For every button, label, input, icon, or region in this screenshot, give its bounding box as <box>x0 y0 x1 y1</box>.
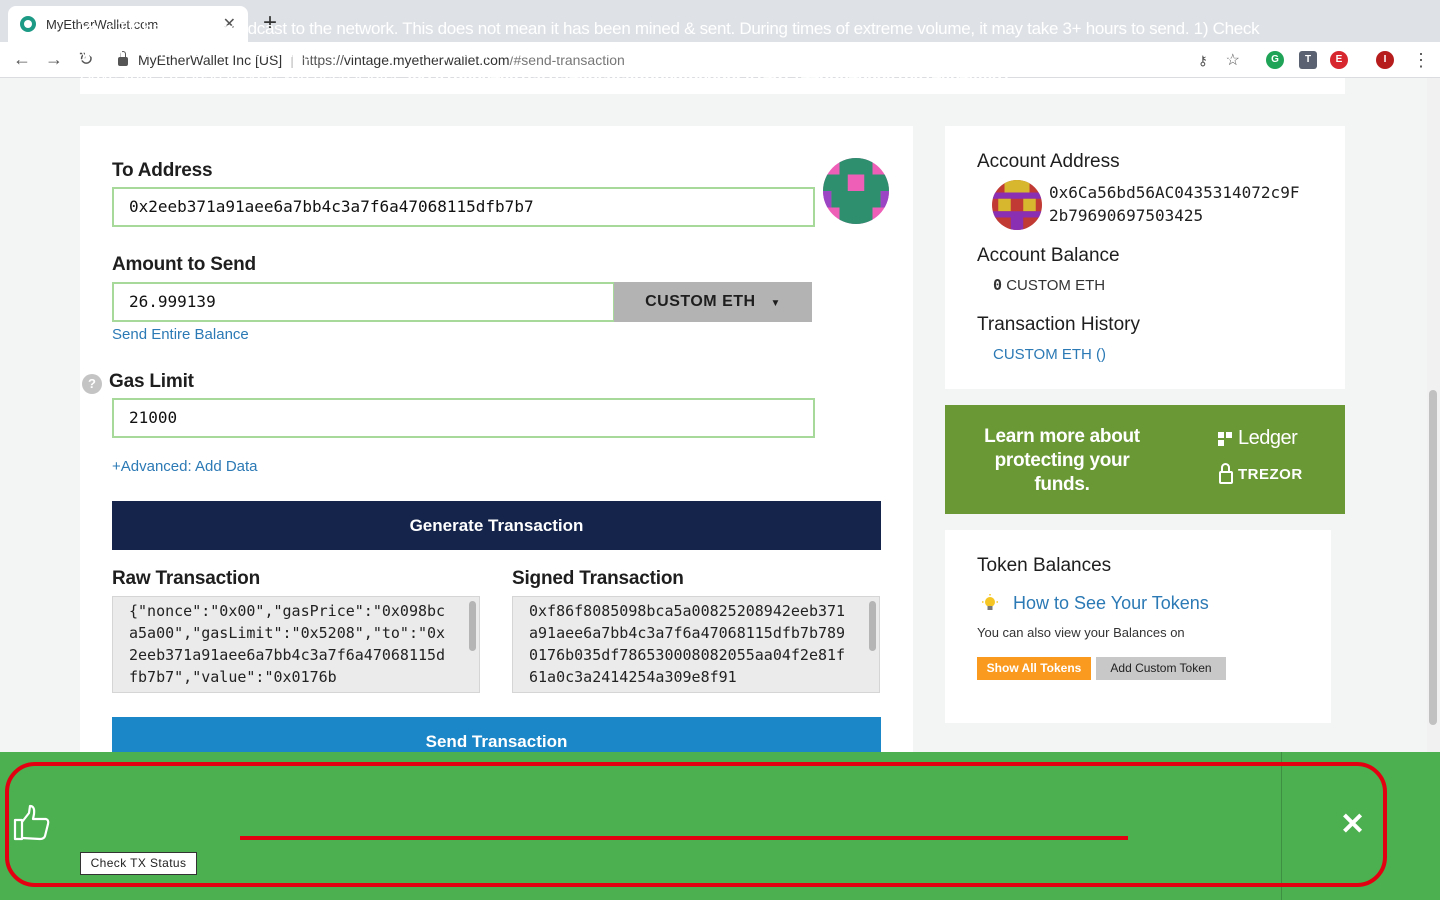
alert-close-icon[interactable]: ✕ <box>1340 808 1366 841</box>
amount-input[interactable]: 26.999139 <box>112 282 615 322</box>
page-top-strip <box>80 78 1345 94</box>
amount-label: Amount to Send <box>112 254 256 275</box>
to-address-input[interactable]: 0x2eeb371a91aee6a7bb4c3a7f6a47068115dfb7… <box>112 187 815 227</box>
url-scheme: https:// <box>301 52 344 68</box>
address-bar[interactable]: MyEtherWallet Inc [US] | https://vintage… <box>110 47 1260 73</box>
lock-icon <box>118 51 128 66</box>
tab-close-icon[interactable]: ✕ <box>222 16 236 33</box>
tx-hash: 0x701d05c4661e01ef40beae9dbb6afbc5d52014… <box>407 65 1011 84</box>
browser-tab-bar: MyEtherWallet.com ✕ + <box>0 0 1440 42</box>
account-balance-label: Account Balance <box>977 245 1120 266</box>
hardware-wallet-promo[interactable]: Learn more about protecting your funds. … <box>945 405 1345 514</box>
gas-limit-label: Gas Limit <box>109 371 194 392</box>
site-favicon-icon <box>20 16 36 32</box>
trezor-logo: TREZOR <box>1219 463 1303 484</box>
browser-tab[interactable]: MyEtherWallet.com ✕ <box>8 6 248 42</box>
account-address-line-1: 0x6Ca56bd56AC0435314072c9F <box>1049 183 1300 202</box>
check-tx-status-button[interactable]: Check TX Status <box>80 852 197 875</box>
ledger-wordmark: Ledger <box>1238 427 1298 449</box>
browser-toolbar: ← → ↻ MyEtherWallet Inc [US] | https://v… <box>0 42 1440 78</box>
eab-extension-icon[interactable]: E <box>1330 51 1348 69</box>
url-path: /#send-transaction <box>509 52 625 68</box>
lightbulb-icon <box>981 594 999 619</box>
annotation-red-underline <box>240 836 1128 840</box>
alert-text-part-1: Your TX has been broadcast to the networ… <box>80 19 1260 61</box>
raw-transaction-label: Raw Transaction <box>112 568 260 589</box>
token-balances-title: Token Balances <box>977 555 1112 576</box>
certificate-org: MyEtherWallet Inc [US] <box>138 52 283 68</box>
alert-message: Your TX has been broadcast to the networ… <box>80 17 1270 86</box>
help-icon[interactable]: ? <box>82 374 102 394</box>
page-scrollbar-thumb[interactable] <box>1429 390 1437 725</box>
alert-divider <box>1281 752 1282 900</box>
address-separator: | <box>290 52 294 68</box>
currency-dropdown[interactable]: CUSTOM ETH ▼ <box>614 282 812 322</box>
gas-limit-input[interactable]: 21000 <box>112 398 815 438</box>
transaction-history-label: Transaction History <box>977 314 1140 335</box>
account-address-line-2: 2b79690697503425 <box>1049 206 1204 225</box>
back-button[interactable]: ← <box>13 49 31 69</box>
ledger-logo: Ledger <box>1218 427 1298 450</box>
currency-dropdown-label: CUSTOM ETH <box>645 293 756 310</box>
signed-transaction-textarea[interactable]: 0xf86f8085098bca5a00825208942eeb371a91ae… <box>512 596 880 693</box>
transaction-history-link[interactable]: CUSTOM ETH () <box>993 346 1107 363</box>
translate-extension-icon[interactable]: T <box>1299 51 1317 69</box>
raw-transaction-text: {"nonce":"0x00","gasPrice":"0x098bca5a00… <box>129 602 446 686</box>
token-balances-panel <box>945 530 1331 723</box>
browser-menu-icon[interactable]: ⋮ <box>1412 50 1430 70</box>
advanced-add-data-link[interactable]: +Advanced: Add Data <box>112 458 258 475</box>
profile-avatar-icon[interactable]: I <box>1376 51 1394 69</box>
send-entire-balance-link[interactable]: Send Entire Balance <box>112 326 249 343</box>
signed-transaction-text: 0xf86f8085098bca5a00825208942eeb371a91ae… <box>529 602 846 686</box>
eth-gas-station-link[interactable]: ETH Gas Station <box>853 42 978 61</box>
tab-title: MyEtherWallet.com <box>46 16 159 32</box>
generate-transaction-button[interactable]: Generate Transaction <box>112 501 881 550</box>
balance-unit: CUSTOM ETH <box>1006 277 1106 294</box>
broadcast-alert <box>0 752 1440 900</box>
forward-button[interactable]: → <box>45 49 63 69</box>
how-to-see-tokens-link[interactable]: How to See Your Tokens <box>1013 593 1209 613</box>
to-address-label: To Address <box>112 160 213 181</box>
grammarly-extension-icon[interactable]: G <box>1266 51 1284 69</box>
new-tab-button[interactable]: + <box>262 9 277 36</box>
balance-amount: 0 <box>993 276 1003 294</box>
account-address-label: Account Address <box>977 151 1120 172</box>
signed-transaction-scrollbar[interactable] <box>869 601 876 651</box>
caret-down-icon: ▼ <box>770 298 781 309</box>
account-address-value: 0x6Ca56bd56AC0435314072c9F 2b79690697503… <box>1049 181 1299 227</box>
raw-transaction-scrollbar[interactable] <box>469 601 476 651</box>
alert-text-part-2: to see what gas price is optimal. 4) Sav… <box>80 42 1233 84</box>
to-address-identicon <box>823 158 889 224</box>
trezor-lock-icon <box>1219 463 1233 484</box>
show-all-tokens-button[interactable]: Show All Tokens <box>977 657 1091 680</box>
url-host: vintage.myetherwallet.com <box>343 52 510 68</box>
raw-transaction-textarea[interactable]: {"nonce":"0x00","gasPrice":"0x098bca5a00… <box>112 596 480 693</box>
ledger-icon <box>1218 431 1232 446</box>
account-balance-value: 0 CUSTOM ETH <box>993 276 1105 294</box>
trezor-wordmark: TREZOR <box>1238 466 1303 483</box>
reload-button[interactable]: ↻ <box>78 49 94 69</box>
account-info-panel <box>945 126 1345 389</box>
bookmark-star-icon[interactable]: ☆ <box>1225 52 1240 69</box>
signed-transaction-label: Signed Transaction <box>512 568 684 589</box>
add-custom-token-button[interactable]: Add Custom Token <box>1096 657 1226 680</box>
tokens-also-text: You can also view your Balances on <box>977 625 1185 640</box>
key-icon[interactable]: ⚷ <box>1197 51 1208 68</box>
thumbs-up-icon <box>12 803 52 848</box>
promo-text: Learn more about protecting your funds. <box>984 426 1140 495</box>
account-identicon <box>992 180 1042 230</box>
